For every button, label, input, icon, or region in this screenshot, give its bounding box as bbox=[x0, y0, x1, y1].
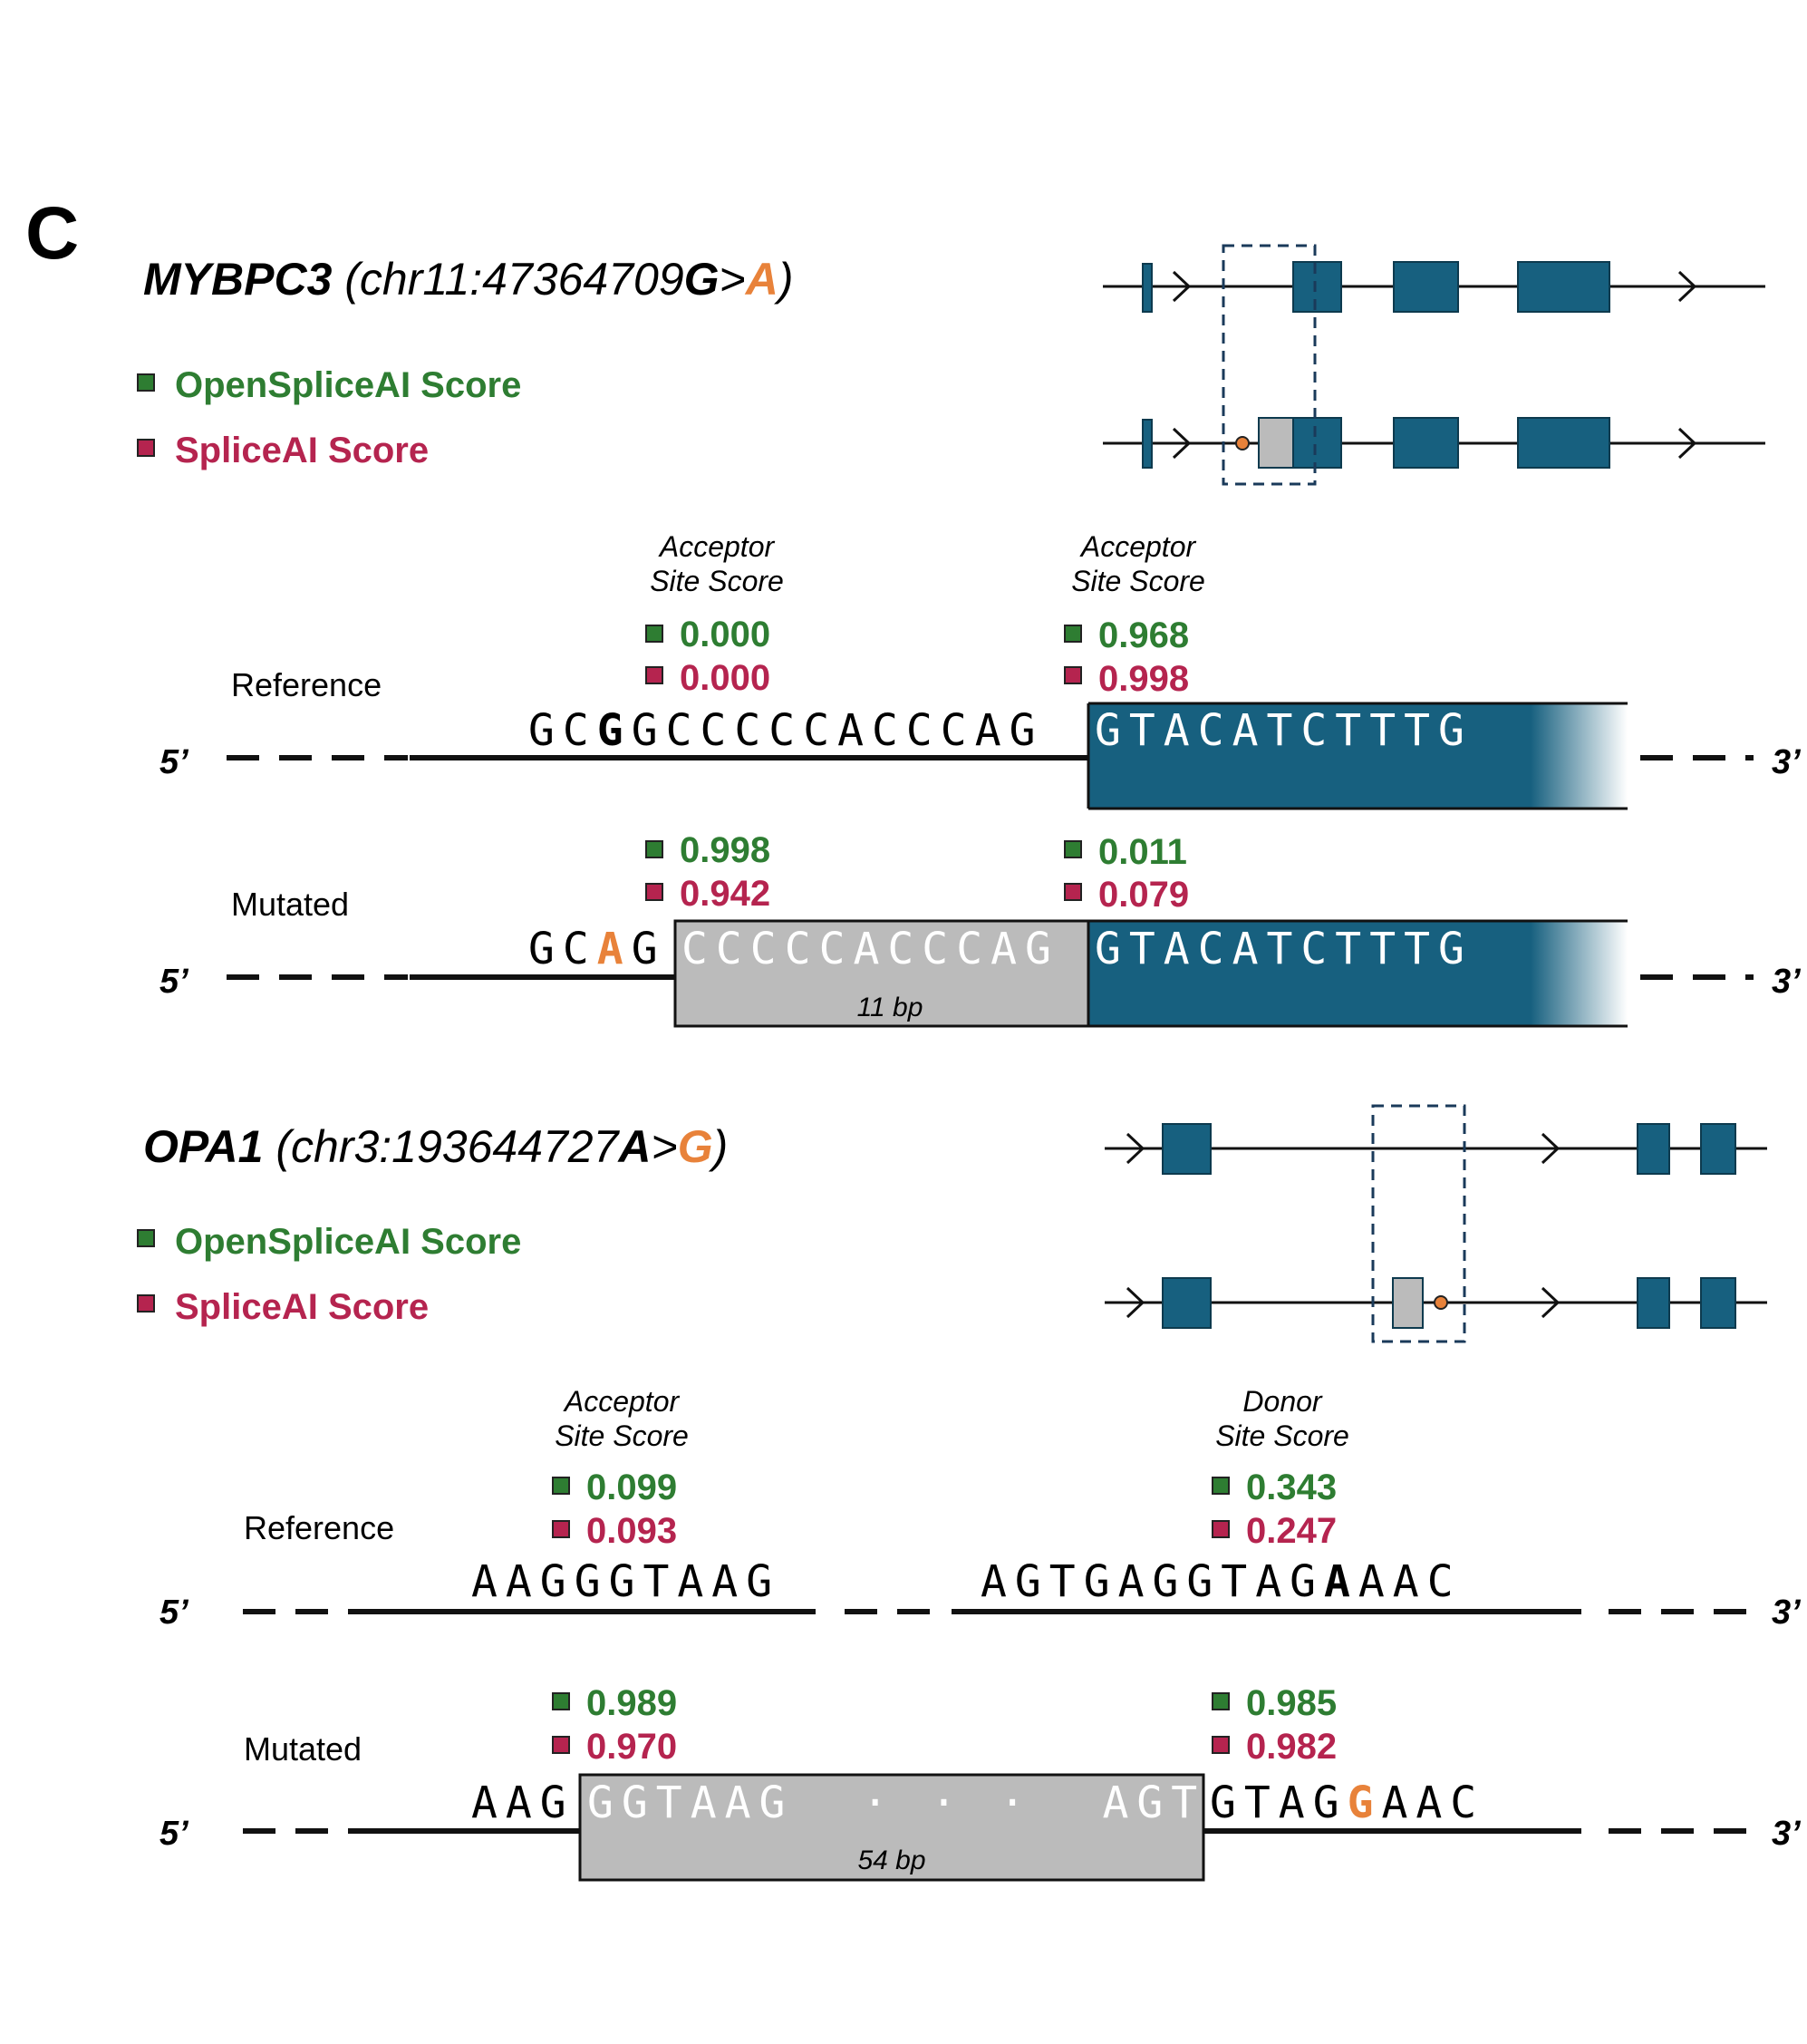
osai-swatch bbox=[1064, 625, 1082, 643]
three-prime-label: 3’ bbox=[1772, 1815, 1801, 1853]
osai-swatch bbox=[1064, 840, 1082, 858]
three-prime-label: 3’ bbox=[1772, 963, 1801, 1001]
opa1-new-exon-box bbox=[578, 1773, 1205, 1882]
opa1-ref-site2-sai: 0.247 bbox=[1246, 1511, 1337, 1551]
mybpc3-ref-exon-sequence: GTACATCTTTG bbox=[1095, 705, 1473, 756]
variant-dot bbox=[1434, 1295, 1448, 1310]
sai-swatch bbox=[1064, 666, 1082, 684]
mybpc3-ref-row: 5’ 3’ GCGGCCCCCACCCAG GTACATCTTTG bbox=[159, 702, 1801, 810]
sai-swatch bbox=[1212, 1520, 1230, 1538]
osai-swatch bbox=[552, 1692, 570, 1710]
opa1-ref-site1-sai: 0.093 bbox=[586, 1511, 677, 1551]
mybpc3-mut-site1-sai: 0.942 bbox=[680, 874, 770, 914]
mybpc3-ref-site2-osai: 0.968 bbox=[1098, 615, 1189, 655]
mybpc3-gene-structure-ref bbox=[1103, 261, 1765, 313]
mybpc3-mut-site1-osai: 0.998 bbox=[680, 830, 770, 870]
mybpc3-new-exon-box bbox=[673, 919, 1090, 1028]
mybpc3-box-length: 11 bp bbox=[857, 993, 923, 1022]
opa1-mut-site1-sai: 0.970 bbox=[586, 1727, 677, 1767]
opa1-mutated-label: Mutated bbox=[244, 1730, 362, 1768]
five-prime-label: 5’ bbox=[159, 1594, 188, 1632]
panel-letter: C bbox=[25, 192, 79, 275]
opa1-mut-box-sequence: GGTAAG · · · AGTGAG bbox=[587, 1778, 1309, 1828]
mybpc3-title: MYBPC3 (chr11:47364709G>A) bbox=[143, 254, 794, 305]
opa1-gene-structure-mut bbox=[1105, 1277, 1767, 1329]
mybpc3-mutated-label: Mutated bbox=[231, 886, 349, 923]
mybpc3-ref-sequence: GCGGCCCCCACCCAG bbox=[528, 705, 1043, 756]
spliceai-legend-swatch bbox=[137, 439, 155, 457]
sai-swatch bbox=[1212, 1736, 1230, 1754]
opa1-mut-site2-osai: 0.985 bbox=[1246, 1683, 1337, 1723]
mybpc3-mut-row: 5’ 3’ GCAG CCCCCACCCAG GTACATCTTTG 11 bp bbox=[159, 919, 1801, 1028]
opa1-mut-site1-osai: 0.989 bbox=[586, 1683, 677, 1723]
mybpc3-gene-structure-mut bbox=[1103, 417, 1765, 469]
mybpc3-exon-ref bbox=[1088, 703, 1628, 809]
opa1-ref-right-sequence: AGTGAGGTAGAAAC bbox=[981, 1556, 1462, 1607]
osai-swatch bbox=[645, 840, 663, 858]
mybpc3-reference-label: Reference bbox=[231, 666, 382, 703]
mybpc3-ref-site2-sai: 0.998 bbox=[1098, 659, 1189, 699]
mybpc3-exon-mut bbox=[1088, 921, 1628, 1026]
opa1-ref-site2-osai: 0.343 bbox=[1246, 1468, 1337, 1507]
spliceai-legend-label: SpliceAI Score bbox=[175, 431, 429, 470]
opa1-zoom-box bbox=[1371, 1104, 1466, 1343]
mybpc3-mut-site2-osai: 0.011 bbox=[1098, 832, 1187, 872]
osai-swatch bbox=[1212, 1692, 1230, 1710]
five-prime-label: 5’ bbox=[159, 743, 188, 781]
mybpc3-ref-site1-osai: 0.000 bbox=[680, 615, 770, 654]
mybpc3-mut-exon-sequence: GTACATCTTTG bbox=[1095, 924, 1473, 974]
opa1-reference-label: Reference bbox=[244, 1509, 394, 1546]
variant-dot bbox=[1235, 436, 1250, 450]
three-prime-label: 3’ bbox=[1772, 743, 1801, 781]
mybpc3-mut-sequence: GCAG bbox=[528, 924, 666, 974]
opa1-title: OPA1 (chr3:193644727A>G) bbox=[143, 1121, 728, 1172]
openspliceai-legend-label: OpenSpliceAI Score bbox=[175, 1222, 521, 1262]
osai-swatch bbox=[645, 625, 663, 643]
spliceai-legend-swatch bbox=[137, 1294, 155, 1313]
opa1-gene-structure-ref bbox=[1105, 1123, 1767, 1175]
five-prime-label: 5’ bbox=[159, 1815, 188, 1853]
opa1-mut-right-sequence: GTAGGAAC bbox=[1210, 1778, 1484, 1828]
sai-swatch bbox=[1064, 883, 1082, 901]
osai-swatch bbox=[1212, 1477, 1230, 1495]
sai-swatch bbox=[552, 1736, 570, 1754]
openspliceai-legend-label: OpenSpliceAI Score bbox=[175, 365, 521, 405]
mybpc3-zoom-box bbox=[1222, 244, 1317, 486]
opa1-mut-left-sequence: AAG bbox=[471, 1778, 575, 1828]
opa1-mut-row: 5’ 3’ AAG GGTAAG · · · AGTGAG GTAGGAAC 5… bbox=[159, 1773, 1801, 1882]
osai-swatch bbox=[552, 1477, 570, 1495]
opa1-ref-row: 5’ 3’ AAGGGTAAG AGTGAGGTAGAAAC bbox=[159, 1556, 1801, 1632]
openspliceai-legend-swatch bbox=[137, 373, 155, 392]
spliceai-legend-label: SpliceAI Score bbox=[175, 1287, 429, 1327]
five-prime-label: 5’ bbox=[159, 963, 188, 1001]
opa1-box-length: 54 bp bbox=[857, 1845, 925, 1875]
sai-swatch bbox=[645, 883, 663, 901]
mybpc3-mut-box-sequence: CCCCCACCCAG bbox=[681, 924, 1059, 974]
sai-swatch bbox=[552, 1520, 570, 1538]
opa1-ref-site1-osai: 0.099 bbox=[586, 1468, 677, 1507]
mybpc3-mut-site2-sai: 0.079 bbox=[1098, 875, 1189, 915]
sai-swatch bbox=[645, 666, 663, 684]
three-prime-label: 3’ bbox=[1772, 1594, 1801, 1632]
opa1-mut-site2-sai: 0.982 bbox=[1246, 1727, 1337, 1767]
mybpc3-ref-site1-sai: 0.000 bbox=[680, 658, 770, 698]
openspliceai-legend-swatch bbox=[137, 1229, 155, 1247]
opa1-ref-left-sequence: AAGGGTAAG bbox=[471, 1556, 780, 1607]
